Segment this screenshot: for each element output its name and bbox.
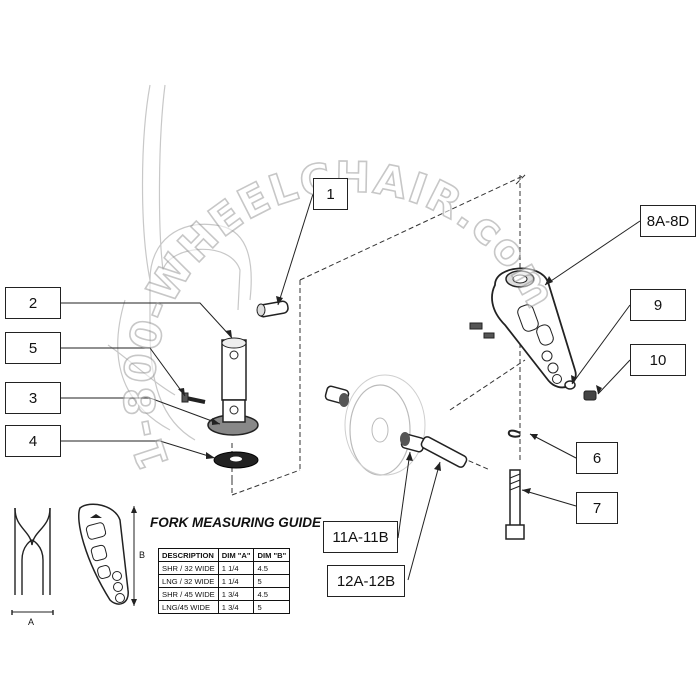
fork-side-drawing: [78, 503, 137, 606]
caster-wheel: [344, 374, 426, 476]
fork-measuring-table: DESCRIPTION DIM "A" DIM "B" SHR / 32 WID…: [158, 548, 291, 614]
leader-arrowheads: [178, 276, 602, 494]
table-row: SHR / 45 WIDE 1 3/4 4.5: [158, 587, 291, 601]
frame-outline: [107, 84, 252, 441]
cell-dim-a: 1 1/4: [217, 561, 255, 575]
cell-description: LNG / 32 WIDE: [158, 574, 219, 588]
callout-8a-8d: 8A-8D: [640, 205, 696, 237]
washer-part: [213, 451, 259, 469]
cell-description: SHR / 45 WIDE: [158, 587, 219, 601]
header-dim-b: DIM "B": [253, 548, 291, 562]
cell-dim-a: 1 1/4: [217, 574, 255, 588]
dim-a-label: A: [28, 617, 35, 627]
header-description: DESCRIPTION: [158, 548, 219, 562]
cell-dim-b: 5: [253, 574, 291, 588]
cell-description: SHR / 32 WIDE: [158, 561, 219, 575]
callout-5: 5: [5, 332, 61, 364]
header-dim-a: DIM "A": [217, 548, 255, 562]
cell-dim-b: 4.5: [253, 561, 291, 575]
bolt-10-part: [583, 390, 597, 401]
axle-part: [420, 436, 468, 468]
table-row: LNG/45 WIDE 1 3/4 5: [158, 600, 291, 614]
screw-part: [181, 392, 206, 404]
cell-dim-b: 4.5: [253, 587, 291, 601]
callout-10: 10: [630, 344, 686, 376]
callout-6: 6: [576, 442, 618, 474]
clip-part: [507, 429, 521, 438]
callout-2: 2: [5, 287, 61, 319]
watermark-line2: WHEELCHAIR: [137, 153, 471, 311]
callout-7: 7: [576, 492, 618, 524]
callout-1: 1: [313, 178, 348, 210]
pin-part: [256, 300, 289, 318]
cell-description: LNG/45 WIDE: [158, 600, 219, 614]
cell-dim-a: 1 3/4: [217, 587, 255, 601]
table-row: LNG / 32 WIDE 1 1/4 5: [158, 574, 291, 588]
callout-3: 3: [5, 382, 61, 414]
long-bolt-part: [505, 469, 525, 540]
cell-dim-b: 5: [253, 600, 291, 614]
callout-4: 4: [5, 425, 61, 457]
leader-lines: [61, 193, 641, 581]
stem-part: [221, 337, 247, 401]
guide-title: FORK MEASURING GUIDE: [150, 515, 322, 530]
callout-12a-12b: 12A-12B: [327, 565, 405, 597]
fork-profile-drawing: [11, 507, 54, 615]
housing-part: [207, 399, 259, 436]
callout-11a-11b: 11A-11B: [323, 521, 398, 553]
table-header-row: DESCRIPTION DIM "A" DIM "B": [158, 548, 291, 562]
spacer-part: [324, 385, 426, 453]
cell-dim-a: 1 3/4: [217, 600, 255, 614]
callout-9: 9: [630, 289, 686, 321]
table-row: SHR / 32 WIDE 1 1/4 4.5: [158, 561, 291, 575]
dim-b-label: B: [139, 550, 146, 560]
